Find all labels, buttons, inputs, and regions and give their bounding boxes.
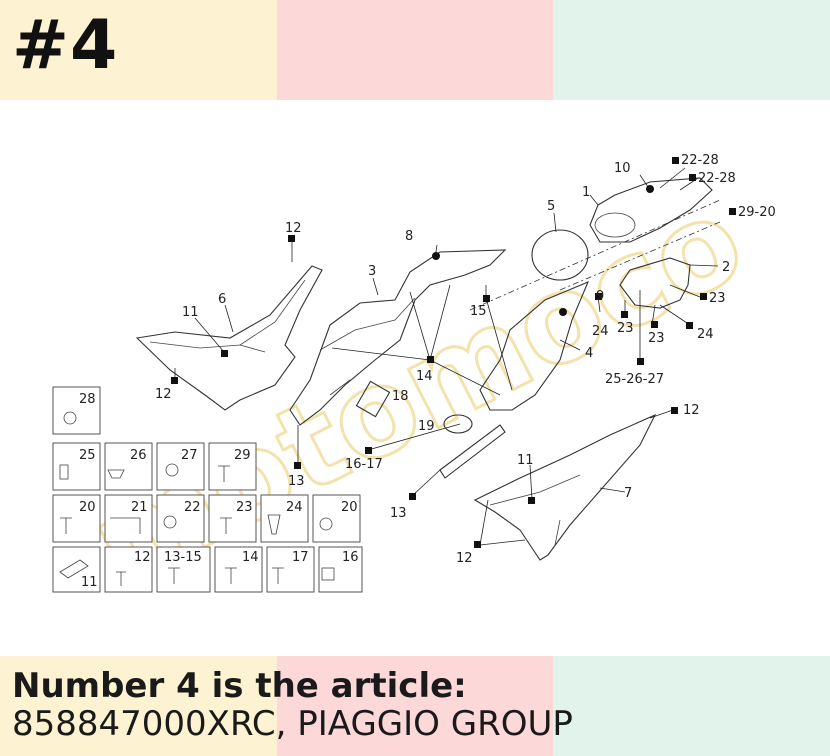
hardware-box: 27 xyxy=(156,442,205,491)
part-6-side-panel xyxy=(135,265,323,411)
part-1-seat-opening xyxy=(594,212,636,238)
callout-12: 12 xyxy=(285,221,302,236)
callout-12: 12 xyxy=(456,551,473,566)
callout-25-26-27: 25-26-27 xyxy=(605,372,664,387)
callout-13: 13 xyxy=(288,474,305,489)
part-4-side-fairing xyxy=(479,280,590,411)
callout-16-17: 16-17 xyxy=(345,457,383,472)
hardware-box: 22 xyxy=(156,494,205,543)
callout-3: 3 xyxy=(368,264,376,279)
hardware-box-label: 29 xyxy=(234,448,251,463)
hardware-box: 28 xyxy=(52,386,101,435)
exploded-parts-diagram: motomoco xyxy=(52,153,776,617)
hardware-box: 20 xyxy=(52,494,101,543)
callout-10: 10 xyxy=(614,161,631,176)
hardware-box-label: 23 xyxy=(236,500,253,515)
callout-29-20: 29-20 xyxy=(738,205,776,220)
callout-11: 11 xyxy=(517,453,534,468)
page-title: #4 xyxy=(12,6,119,85)
header-band-yellow xyxy=(0,0,277,100)
callout-12: 12 xyxy=(155,387,172,402)
hardware-box-label: 16 xyxy=(342,550,359,565)
hardware-box-label: 12 xyxy=(134,550,151,565)
header-band-mint xyxy=(553,0,830,100)
hardware-box-label: 14 xyxy=(242,550,259,565)
hardware-box: 12 xyxy=(104,546,153,593)
footer-band-pink xyxy=(277,656,553,756)
callout-12: 12 xyxy=(683,403,700,418)
callout-9: 9 xyxy=(596,289,604,304)
hardware-box-label: 24 xyxy=(286,500,303,515)
hardware-box: 16 xyxy=(318,546,363,593)
callout-14: 14 xyxy=(416,369,433,384)
axis-line xyxy=(559,221,721,291)
hardware-box-label: 25 xyxy=(79,448,96,463)
callout-22-28: 22-28 xyxy=(681,153,719,168)
part-5-seat-pad xyxy=(531,229,589,281)
article-number: 858847000XRC, PIAGGIO GROUP xyxy=(12,704,573,744)
hardware-box: 24 xyxy=(260,494,309,543)
callout-6: 6 xyxy=(218,292,226,307)
callout-24: 24 xyxy=(697,327,714,342)
part-6-inner-edge xyxy=(149,279,306,353)
hardware-box: 21 xyxy=(104,494,153,543)
callout-23: 23 xyxy=(709,291,726,306)
hardware-box: 20 xyxy=(312,494,361,543)
hardware-box: 29 xyxy=(208,442,257,491)
hardware-box: 14 xyxy=(214,546,263,593)
hardware-box-label: 21 xyxy=(131,500,148,515)
callout-8: 8 xyxy=(405,229,413,244)
part-19-grommet xyxy=(443,414,473,434)
header-band-pink xyxy=(277,0,553,100)
callout-markers xyxy=(171,157,736,548)
callout-22-28: 22-28 xyxy=(698,171,736,186)
footer-band-yellow xyxy=(0,656,277,756)
part-1-tail-cowl xyxy=(589,177,713,243)
part-3-inner-edge xyxy=(319,297,416,396)
callout-7: 7 xyxy=(624,486,632,501)
hardware-box-label: 26 xyxy=(130,448,147,463)
part-18-bracket xyxy=(355,380,391,418)
hardware-box-label: 28 xyxy=(79,392,96,407)
hardware-box: 17 xyxy=(266,546,315,593)
part-2-bracket xyxy=(619,257,691,309)
hardware-box: 25 xyxy=(52,442,101,491)
callout-11: 11 xyxy=(182,305,199,320)
hardware-box-label: 11 xyxy=(81,575,98,590)
callout-13: 13 xyxy=(390,506,407,521)
hardware-box-label: 13-15 xyxy=(164,550,202,565)
hardware-box-label: 17 xyxy=(292,550,309,565)
callout-2: 2 xyxy=(722,260,730,275)
callout-1: 1 xyxy=(582,185,590,200)
part-13-strip xyxy=(439,424,506,479)
hardware-box-label: 22 xyxy=(184,500,201,515)
callout-15: 15 xyxy=(470,304,487,319)
callout-18: 18 xyxy=(392,389,409,404)
callout-19: 19 xyxy=(418,419,435,434)
callout-23: 23 xyxy=(617,321,634,336)
callout-5: 5 xyxy=(547,199,555,214)
hardware-box: 11 xyxy=(52,546,101,593)
part-7-inner-edge xyxy=(489,474,581,546)
hardware-box: 26 xyxy=(104,442,153,491)
hardware-box-label: 20 xyxy=(79,500,96,515)
hardware-box: 23 xyxy=(208,494,257,543)
hardware-box-label: 27 xyxy=(181,448,198,463)
callout-23: 23 xyxy=(648,331,665,346)
axis-line xyxy=(469,199,721,311)
hardware-box: 13-15 xyxy=(156,546,211,593)
footer-band-mint xyxy=(553,656,830,756)
part-7-lower-panel xyxy=(473,413,657,561)
callout-4: 4 xyxy=(585,346,593,361)
part-3-center-fairing xyxy=(289,249,507,426)
callout-24: 24 xyxy=(592,324,609,339)
hardware-box-label: 20 xyxy=(341,500,358,515)
article-caption: Number 4 is the article: xyxy=(12,666,467,706)
